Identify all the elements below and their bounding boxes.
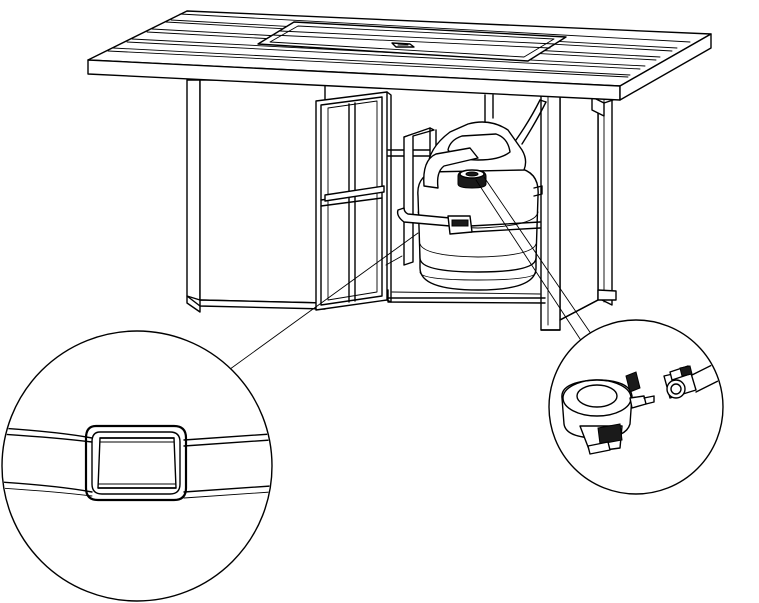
back-leg [597,96,613,306]
pressure-regulator [561,371,655,455]
gas-hose-detail [663,355,722,399]
table-top [87,10,712,101]
leader-lines [225,176,599,373]
regulator-connection-detail [548,319,724,495]
fire-pit-table [87,10,712,331]
tank-bracket [403,127,437,266]
side-panel-left [186,79,326,313]
burner-lid [257,21,567,62]
gas-hose [515,99,547,145]
strap-buckle-detail [1,330,273,602]
cabinet-floor [387,289,546,304]
cabinet-door [315,91,392,311]
propane-tank [396,121,543,291]
cabinet-right [540,89,617,331]
buckle [84,424,188,502]
back-upright [484,94,494,123]
tank-valve [457,169,487,189]
